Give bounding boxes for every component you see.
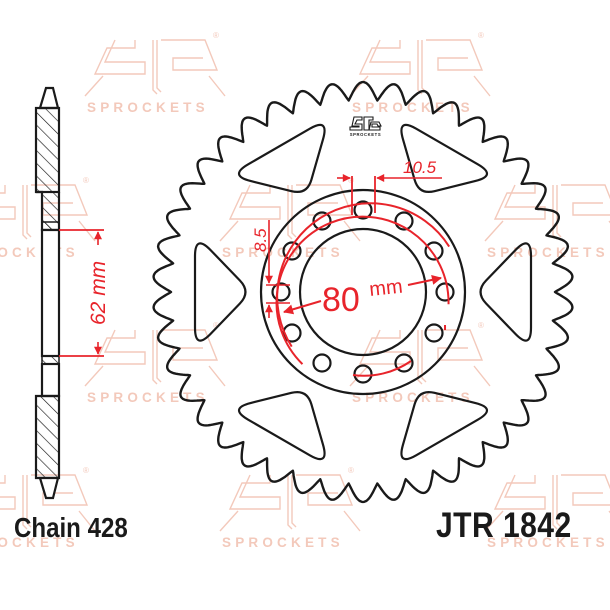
- watermark-registered-mark: ®: [213, 321, 219, 330]
- sprocket-teeth-outline: [152, 80, 574, 504]
- bolt-hole: [353, 200, 373, 220]
- side-profile-lower-web: [40, 362, 61, 398]
- watermark-logo: ®SPROCKETS: [484, 184, 610, 260]
- bolt-hole: [271, 282, 291, 302]
- dimension-center-bore: 62 mm: [59, 229, 110, 357]
- logo-text: SPROCKETS: [350, 132, 381, 137]
- bolt-hole: [353, 364, 373, 384]
- sprocket-side-profile: [34, 86, 61, 500]
- watermark-logo: ® SPROCKETS: [349, 31, 491, 115]
- lightening-cutouts: [193, 123, 533, 461]
- dimension-pcd: 80 mm: [275, 202, 451, 377]
- watermark-text: SPROCKETS: [222, 535, 344, 550]
- cutout: [237, 391, 326, 461]
- watermark-logo: ® SPROCKETS: [84, 321, 226, 405]
- watermark-logo: ®SPROCKETS: [484, 474, 610, 550]
- watermark-registered-mark: ®: [213, 31, 219, 40]
- bolt-hole: [394, 211, 414, 231]
- watermark-text: SPROCKETS: [87, 100, 209, 115]
- bolt-hole: [394, 353, 414, 373]
- cutout: [479, 242, 533, 342]
- watermark-registered-mark: ®: [478, 321, 484, 330]
- bolt-hole: [435, 282, 455, 302]
- watermark-registered-mark: ®: [348, 176, 354, 185]
- side-profile-upper-hatch: [34, 106, 61, 194]
- bolt-hole: [282, 241, 302, 261]
- chain-size-label: Chain 428: [14, 512, 128, 543]
- watermark-registered-mark: ®: [348, 466, 354, 475]
- watermark-text: SPROCKETS: [352, 100, 474, 115]
- watermark-text: SPROCKETS: [487, 535, 609, 550]
- hole-offset-label: 8.5: [251, 228, 270, 252]
- cutout: [237, 123, 326, 193]
- bolt-hole: [282, 323, 302, 343]
- cutout: [193, 242, 247, 342]
- watermark-text: SPROCKETS: [87, 390, 209, 405]
- cutout: [400, 391, 489, 461]
- side-profile-hub-top-band: [41, 221, 60, 231]
- side-profile-hub-bottom-band: [41, 355, 60, 365]
- bolt-hole: [312, 353, 332, 373]
- bolt-hole: [312, 211, 332, 231]
- side-profile-bottom-tip: [38, 476, 60, 500]
- part-number-label: JTR 1842: [436, 506, 572, 545]
- hub-outer-ring: [259, 188, 467, 396]
- watermark-text: SPROCKETS: [0, 535, 79, 550]
- watermark-registered-mark: ®: [478, 31, 484, 40]
- watermark-registered-mark: ®: [83, 176, 89, 185]
- sprocket-front-view: SPROCKETS 80 mm 10.5 8.5: [152, 80, 574, 504]
- side-profile-lower-step: [34, 394, 61, 480]
- hole-diameter-label: 10.5: [403, 158, 437, 177]
- center-bore-dimension-label: 62 mm: [87, 261, 110, 325]
- jt-sprockets-logo: SPROCKETS: [349, 116, 382, 137]
- watermark-logo: ® SPROCKETS: [84, 31, 226, 115]
- watermark-logo: ® SPROCKETS: [219, 466, 361, 550]
- watermark-logo: ®SPROCKETS: [349, 321, 491, 405]
- dimension-hole-offset: 8.5: [251, 220, 290, 318]
- side-profile-top-tip: [38, 86, 60, 110]
- watermark-registered-mark: ®: [83, 466, 89, 475]
- watermark-text: SPROCKETS: [0, 245, 79, 260]
- watermark-text: SPROCKETS: [487, 245, 609, 260]
- center-bore: [298, 227, 428, 357]
- bolt-hole: [424, 323, 444, 343]
- bolt-hole: [424, 241, 444, 261]
- dimension-hole-diameter: 10.5: [337, 158, 442, 215]
- pcd-unit-label: mm: [368, 276, 403, 301]
- cutout: [400, 123, 489, 193]
- pcd-value-label: 80: [322, 281, 360, 319]
- side-profile-hub: [40, 228, 61, 358]
- bolt-holes: [271, 200, 455, 384]
